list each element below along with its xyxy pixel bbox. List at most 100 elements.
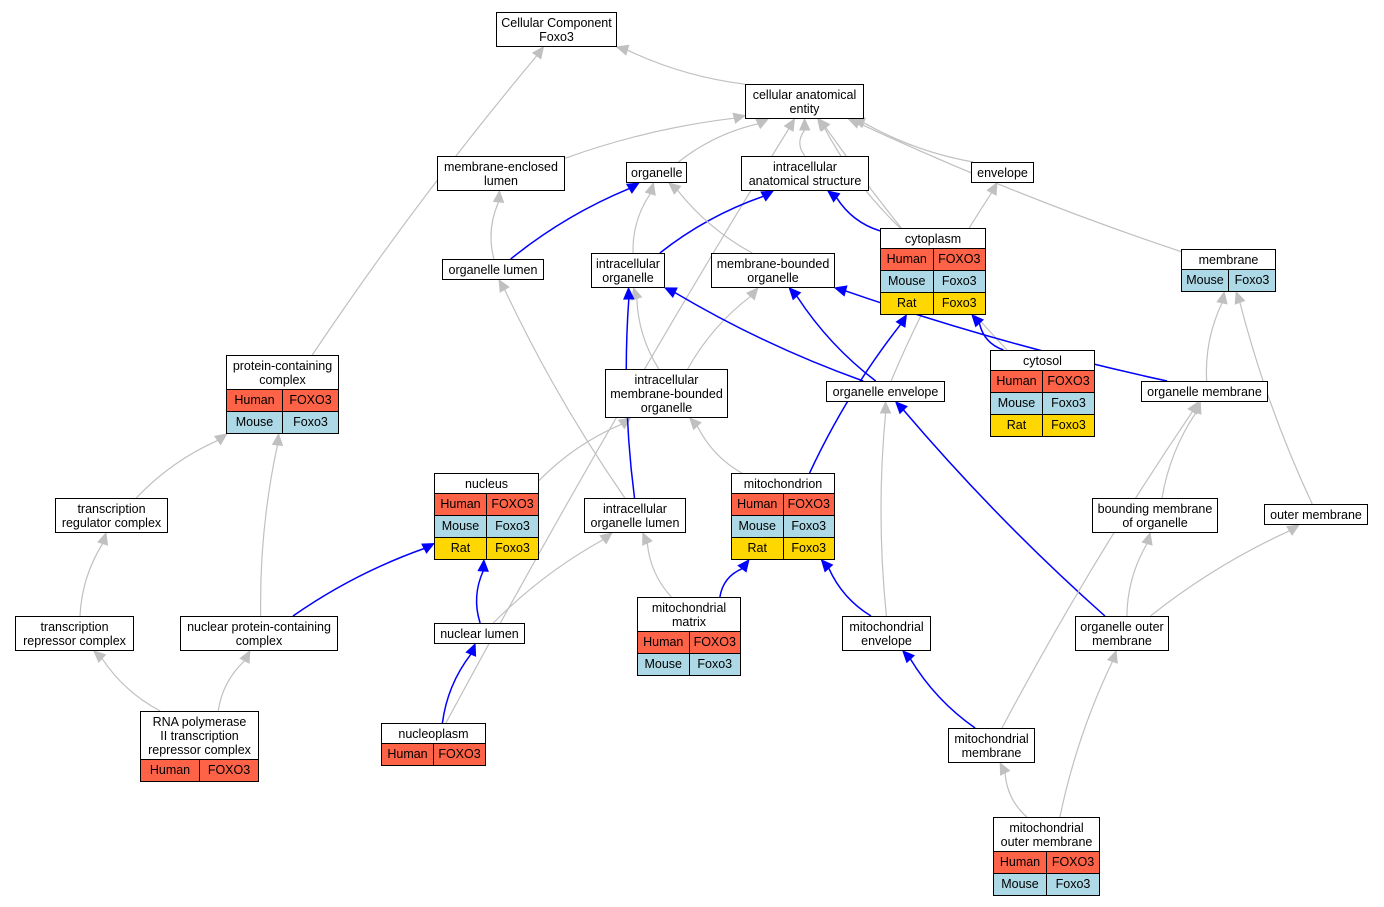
node-title-line: membrane-bounded [610, 387, 723, 401]
gene-cell: Foxo3 [932, 293, 985, 314]
species-cell: Mouse [991, 393, 1042, 414]
edge-part-of-mmatrix-mito [719, 568, 743, 598]
gene-cell: Foxo3 [1228, 270, 1275, 291]
gene-cell: Foxo3 [486, 516, 538, 537]
node-organelle[interactable]: organelle [626, 162, 687, 183]
edge-arrowhead [847, 117, 862, 129]
species-cell: Mouse [881, 271, 933, 292]
node-title: mitochondrion [732, 474, 834, 493]
edge-part-of-olumen-organelle [510, 187, 630, 260]
edge-arrowhead [732, 112, 747, 124]
edge-part-of-menv-mito [828, 567, 872, 617]
gene-cell: FOXO3 [1046, 852, 1099, 873]
node-title: cytosol [991, 351, 1094, 370]
edge-part-of-oenv-mbo [796, 295, 877, 382]
node-title-line: of organelle [1122, 516, 1188, 530]
edge-arrowhead [688, 417, 702, 431]
gene-cell: FOXO3 [688, 632, 740, 653]
node-title-line: outer membrane [1270, 508, 1362, 522]
edge-arrowhead [465, 642, 477, 657]
node-title-line: bounding membrane [1097, 502, 1213, 516]
node-envelope[interactable]: envelope [971, 162, 1034, 183]
node-title: nucleus [435, 474, 538, 493]
species-cell: Mouse [435, 516, 486, 537]
node-nlumen[interactable]: nuclear lumen [434, 623, 525, 644]
edge-part-of-cytoplasm-ias [835, 197, 881, 232]
edge-arrowhead [1187, 400, 1199, 415]
edge-arrowhead [895, 313, 908, 328]
gene-cell: FOXO3 [486, 494, 538, 515]
node-title-line: organelle [602, 271, 654, 285]
node-omem[interactable]: organelle membrane [1141, 381, 1268, 402]
gene-cell: Foxo3 [1046, 874, 1099, 895]
edge-arrowhead [818, 118, 831, 132]
gene-cell: FOXO3 [433, 744, 485, 765]
edge-arrowhead [833, 285, 848, 297]
species-cell: Human [991, 371, 1042, 392]
species-cell: Human [638, 632, 689, 653]
node-title-line: repressor complex [148, 743, 251, 757]
node-title-line: organelle outer [1080, 620, 1164, 634]
edge-arrowhead [631, 286, 643, 301]
species-cell: Human [994, 852, 1046, 873]
node-title-line: repressor complex [23, 634, 126, 648]
edge-arrowhead [999, 761, 1011, 776]
node-title-line: cellular anatomical [752, 88, 857, 102]
edge-arrowhead [421, 542, 436, 554]
gene-cell: Foxo3 [688, 654, 740, 675]
edge-is-a-membrane-cae [858, 122, 1182, 253]
edge-arrowhead [820, 559, 834, 573]
gene-cell: Foxo3 [1042, 393, 1094, 414]
node-olumen[interactable]: organelle lumen [442, 259, 544, 280]
species-cell: Human [435, 494, 486, 515]
species-cell: Rat [435, 538, 486, 559]
gene-cell: FOXO3 [1042, 371, 1094, 392]
node-outermem[interactable]: outer membrane [1264, 504, 1368, 525]
edge-is-a-trepc-trc [79, 543, 104, 617]
edge-part-of-oenv-iorg [674, 291, 864, 382]
node-title-line: nucleoplasm [398, 727, 469, 741]
node-title-line: outer membrane [1000, 835, 1093, 849]
node-title: nucleoplasm [382, 724, 485, 743]
edge-arrowhead [1106, 649, 1118, 664]
node-title-line: protein-containing [232, 359, 333, 373]
node-oenv[interactable]: organelle envelope [826, 381, 945, 402]
